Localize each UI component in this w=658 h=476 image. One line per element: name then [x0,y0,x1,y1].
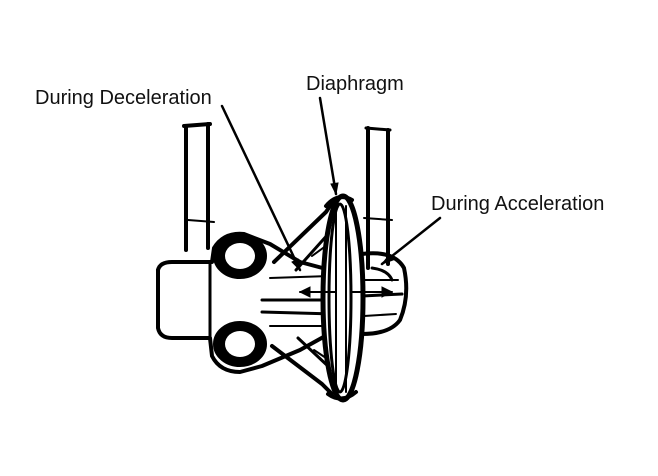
lower-port-ring [213,321,267,367]
left-hose-pipes [182,122,215,252]
label-during-acceleration: During Acceleration [431,193,604,215]
right-hose-pipes [363,126,393,270]
upper-port-ring [213,233,267,279]
diaphragm-disk [320,193,366,403]
label-during-deceleration: During Deceleration [35,87,212,109]
flow-arrows [298,286,394,298]
label-diaphragm: Diaphragm [306,73,404,95]
callout-leaders [220,96,442,272]
